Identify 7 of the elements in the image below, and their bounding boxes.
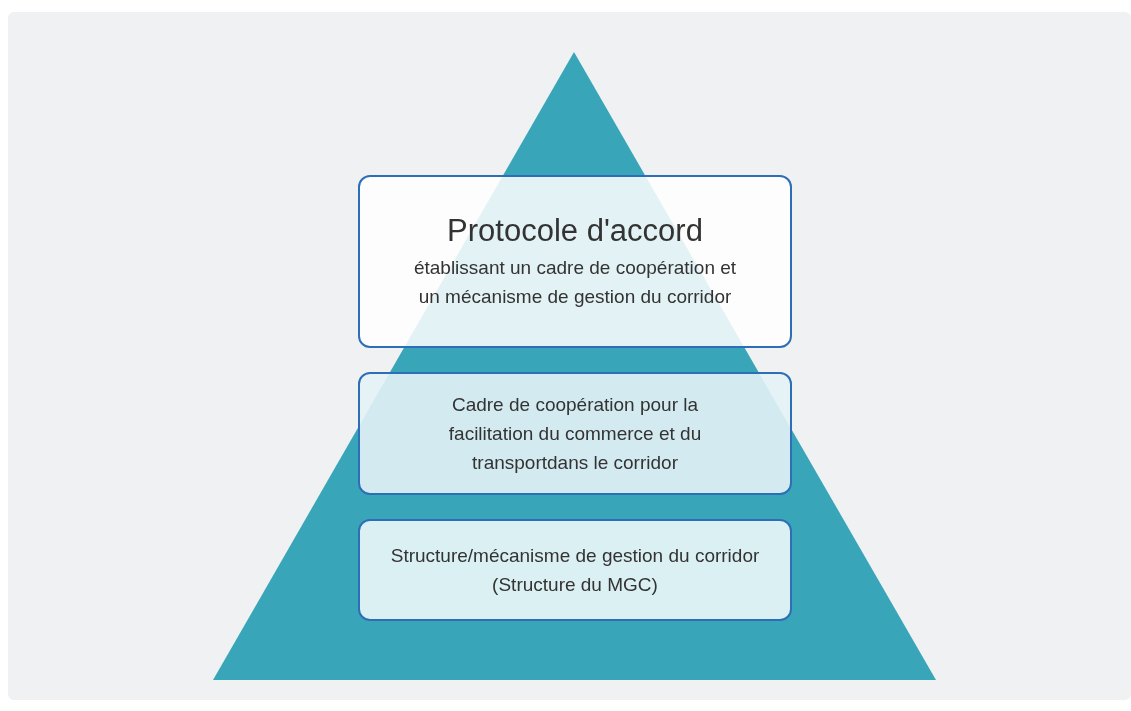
box-text: établissant un cadre de coopération et un mécanisme de gestion du corridor — [412, 255, 738, 309]
level-box — [358, 519, 792, 621]
box-text: Cadre de coopération pour la facilitation du commerce et du transportdans le corridor — [447, 393, 703, 475]
box-text: Structure/mécanisme de gestion du corridor (Structure du MGC) — [389, 544, 761, 597]
box-heading: Protocole d'accord — [447, 212, 703, 249]
level-box — [358, 372, 792, 495]
level-box — [358, 175, 792, 348]
